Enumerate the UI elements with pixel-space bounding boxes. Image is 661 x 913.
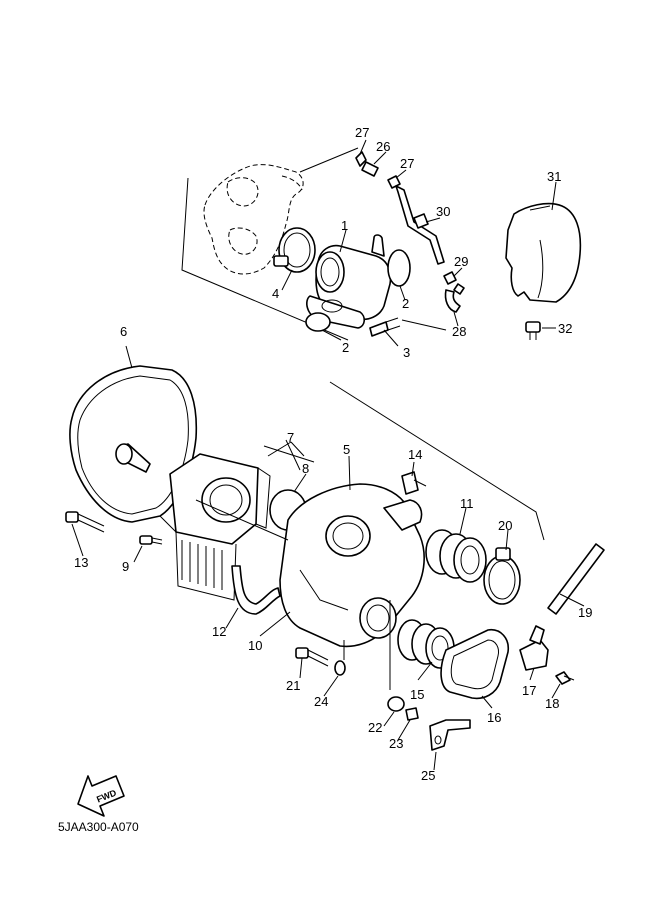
- part-20-clamp: [483, 547, 521, 605]
- air-cleaner-group: [65, 365, 605, 751]
- part-7-filter-element: [169, 453, 271, 601]
- callout-1: 1: [341, 218, 348, 233]
- callout-29: 29: [454, 254, 468, 269]
- part-3-bolt: [369, 317, 401, 337]
- callout-20: 20: [498, 518, 512, 533]
- callout-3: 3: [403, 345, 410, 360]
- callout-17: 17: [522, 683, 536, 698]
- part-30-breather-pipe: [395, 185, 445, 265]
- part-15-boot: [397, 619, 455, 669]
- carburetor-phantom: [203, 164, 304, 275]
- part-13-bolt: [65, 511, 105, 533]
- part-17-bracket: [519, 625, 549, 671]
- part-26-hose: [361, 161, 379, 177]
- callout-27-upper: 27: [355, 125, 369, 140]
- part-11-boot: [425, 529, 487, 583]
- callout-18: 18: [545, 696, 559, 711]
- callout-28: 28: [452, 324, 466, 339]
- part-2-o-ring-upper: [387, 249, 411, 287]
- callout-14: 14: [408, 447, 422, 462]
- part-4-clamp: [273, 227, 316, 273]
- callout-10: 10: [248, 638, 262, 653]
- part-18-screw: [555, 671, 575, 685]
- callout-5: 5: [343, 442, 350, 457]
- part-9-screw: [139, 535, 163, 545]
- callout-24: 24: [314, 694, 328, 709]
- callout-22: 22: [368, 720, 382, 735]
- part-22-grommet: [387, 696, 405, 712]
- part-24-washer: [334, 660, 346, 676]
- callout-26: 26: [376, 139, 390, 154]
- part-32-screw: [525, 321, 541, 340]
- callout-13: 13: [74, 555, 88, 570]
- part-23-collar: [405, 707, 419, 721]
- callout-labels: 1 2 2 3 4 5 6 7 8 9 10 11 12 13 14 15 16…: [74, 125, 592, 783]
- callout-27-lower: 27: [400, 156, 414, 171]
- callout-30: 30: [436, 204, 450, 219]
- leader-lines: [71, 139, 585, 771]
- callout-11: 11: [460, 496, 474, 511]
- callout-8: 8: [302, 461, 309, 476]
- callout-31: 31: [547, 169, 561, 184]
- part-27-clip-lower: [387, 175, 401, 189]
- part-2-o-ring-lower: [305, 312, 331, 332]
- callout-9: 9: [122, 559, 129, 574]
- callout-21: 21: [286, 678, 300, 693]
- fwd-arrow-icon: FWD: [77, 775, 125, 817]
- callout-15: 15: [410, 687, 424, 702]
- callout-2-lower: 2: [342, 340, 349, 355]
- part-5-cleaner-case: [279, 483, 425, 648]
- callout-16: 16: [487, 710, 501, 725]
- intake-assembly-group: [181, 147, 582, 341]
- part-19-tube: [547, 543, 605, 615]
- callout-2-upper: 2: [402, 296, 409, 311]
- part-31-cover: [505, 202, 582, 303]
- callout-19: 19: [578, 605, 592, 620]
- part-29-clip: [443, 271, 465, 295]
- callout-32: 32: [558, 321, 572, 336]
- part-21-bolt: [295, 647, 329, 667]
- part-28-hose: [444, 289, 461, 313]
- part-14-bolt: [401, 471, 427, 495]
- diagram-code: 5JAA300-A070: [58, 820, 139, 834]
- callout-7: 7: [287, 430, 294, 445]
- callout-23: 23: [389, 736, 403, 751]
- callout-25: 25: [421, 768, 435, 783]
- callout-4: 4: [272, 286, 279, 301]
- callout-6: 6: [120, 324, 127, 339]
- callout-12: 12: [212, 624, 226, 639]
- part-12-hose: [231, 565, 281, 615]
- part-6-cleaner-cover: [69, 365, 198, 523]
- part-25-bracket: [429, 719, 471, 751]
- part-16-plate: [440, 628, 510, 700]
